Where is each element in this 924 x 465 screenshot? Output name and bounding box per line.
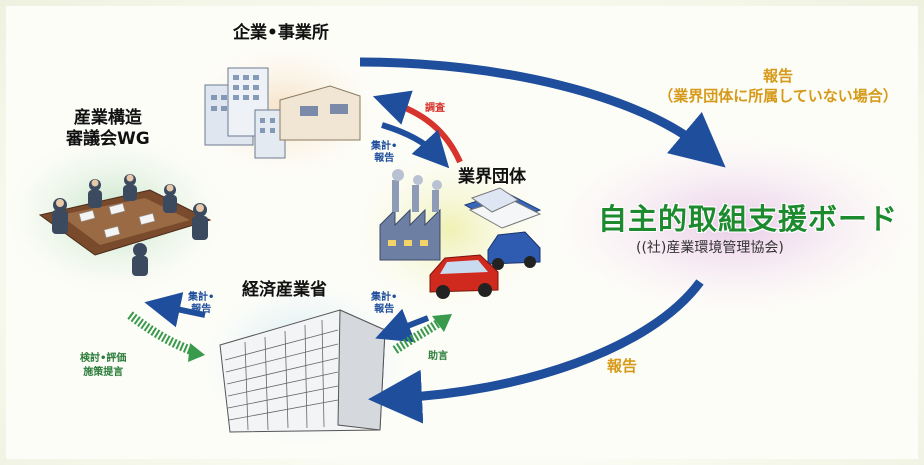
review-label: 検討•評価 施策提言 xyxy=(80,352,126,380)
review-label-line-2: 施策提言 xyxy=(83,367,124,378)
company-buildings-icon xyxy=(204,67,361,159)
council-title: 産業構造 審議会WG xyxy=(66,108,150,150)
aggregate-report-3-line-1: 集計• xyxy=(371,292,398,303)
board-blob xyxy=(550,135,920,315)
aggregate-report-label-3: 集計• 報告 xyxy=(371,292,397,316)
meti-title: 経済産業省 xyxy=(242,280,327,300)
survey-label: 調査 xyxy=(425,103,445,114)
board-title: 自主的取組支援ボード xyxy=(598,202,899,236)
review-label-line-1: 検討•評価 xyxy=(80,353,127,364)
report-top-label: 報告 （業界団体に所属していない場合） xyxy=(638,66,918,106)
report-bottom-label: 報告 xyxy=(607,357,638,375)
review-arrow xyxy=(127,311,197,357)
aggregate-report-arrow-1 xyxy=(381,122,450,169)
report-top-label-line-1: 報告 xyxy=(762,67,793,85)
advice-arrow-head xyxy=(432,314,452,332)
cars-icon xyxy=(429,231,541,299)
aggregate-report-arrow-2 xyxy=(144,292,206,328)
advice-label: 助言 xyxy=(428,351,448,362)
factory-icon xyxy=(379,169,442,261)
aggregate-report-1-line-2: 報告 xyxy=(374,153,395,164)
aggregate-report-2-line-1: 集計• xyxy=(188,292,215,303)
aggregate-report-3-line-2: 報告 xyxy=(374,304,395,315)
company-title: 企業•事業所 xyxy=(233,23,329,43)
advice-arrow xyxy=(392,318,443,354)
survey-arrow xyxy=(372,90,463,164)
aggregate-report-label-2: 集計• 報告 xyxy=(188,292,214,316)
industry-group-title: 業界団体 xyxy=(458,167,526,187)
report-bottom-arrow xyxy=(368,279,704,424)
council-title-line-2: 審議会WG xyxy=(66,129,150,149)
council-title-line-1: 産業構造 xyxy=(73,108,142,128)
council-meeting-icon xyxy=(38,174,212,276)
report-top-label-line-2: （業界団体に所属していない場合） xyxy=(658,87,898,105)
review-arrow-head xyxy=(188,343,205,362)
report-top-arrow xyxy=(359,57,726,168)
aggregate-report-label-1: 集計• 報告 xyxy=(371,141,397,165)
aggregate-report-arrow-3 xyxy=(375,308,430,343)
aggregate-report-2-line-2: 報告 xyxy=(191,304,212,315)
books-icon xyxy=(463,187,542,229)
board-subtitle: ((社)産業環境管理協会) xyxy=(636,240,784,256)
aggregate-report-1-line-1: 集計• xyxy=(371,141,398,152)
